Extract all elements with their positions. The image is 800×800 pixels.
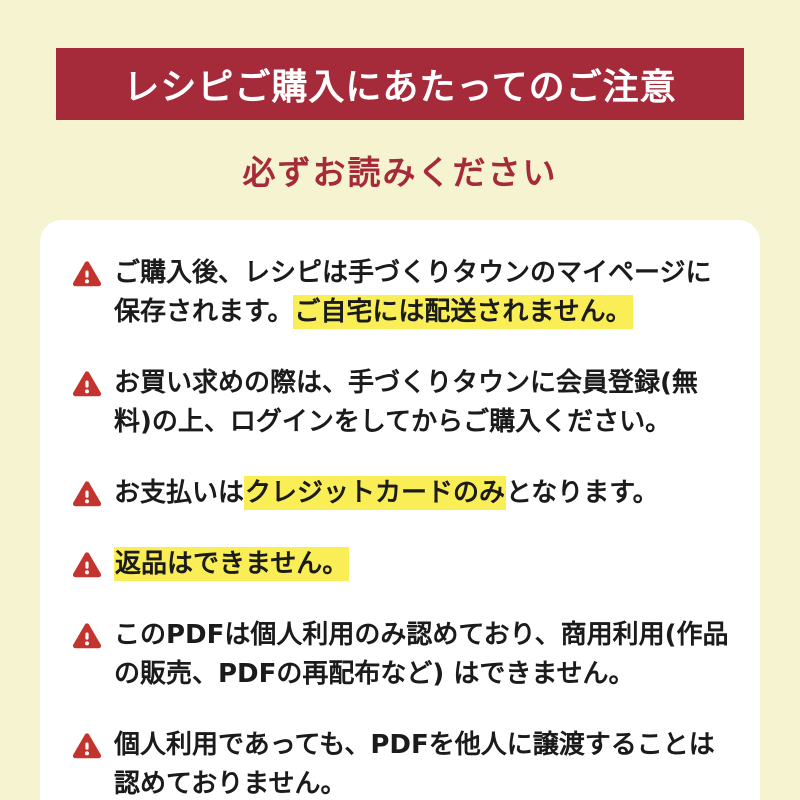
text-segment: このPDFは個人利用のみ認めており、商用利用(作品の販売、PDFの再配布など) … [114,620,729,689]
warning-triangle-icon [72,261,102,287]
text-segment: お買い求めの際は、手づくりタウンに会員登録(無料)の上、ログインをしてからご購入… [114,368,698,437]
notice-text: このPDFは個人利用のみ認めており、商用利用(作品の販売、PDFの再配布など) … [114,616,732,694]
notice-item: このPDFは個人利用のみ認めており、商用利用(作品の販売、PDFの再配布など) … [72,616,732,694]
notice-box: ご購入後、レシピは手づくりタウンのマイページに保存されます。ご自宅には配送されま… [40,220,760,800]
text-segment: 個人利用であっても、PDFを他人に譲渡することは認めておりません。 [114,730,715,799]
notice-text: ご購入後、レシピは手づくりタウンのマイページに保存されます。ご自宅には配送されま… [114,254,732,332]
notice-list: ご購入後、レシピは手づくりタウンのマイページに保存されます。ご自宅には配送されま… [72,254,732,800]
notice-text: 個人利用であっても、PDFを他人に譲渡することは認めておりません。 [114,726,732,800]
warning-triangle-icon [72,552,102,578]
notice-text: 返品はできません。 [114,545,732,584]
warning-triangle-icon [72,623,102,649]
page-title: レシピご購入にあたってのご注意 [123,67,677,108]
notice-item: お支払いはクレジットカードのみとなります。 [72,474,732,513]
notice-item: 個人利用であっても、PDFを他人に譲渡することは認めておりません。 [72,726,732,800]
notice-item: お買い求めの際は、手づくりタウンに会員登録(無料)の上、ログインをしてからご購入… [72,364,732,442]
text-segment: お支払いは [114,478,245,508]
highlighted-text-segment: クレジットカードのみ [244,476,507,510]
notice-item: ご購入後、レシピは手づくりタウンのマイページに保存されます。ご自宅には配送されま… [72,254,732,332]
warning-triangle-icon [72,371,102,397]
notice-text: お支払いはクレジットカードのみとなります。 [114,474,732,513]
text-segment: ご購入後、レシピは手づくりタウンのマイページに保存されます。 [114,258,712,327]
text-segment: となります。 [506,478,659,508]
highlighted-text-segment: ご自宅には配送されません。 [293,295,633,329]
warning-triangle-icon [72,733,102,759]
page-subtitle: 必ずお読みください [242,153,558,192]
notice-text: お買い求めの際は、手づくりタウンに会員登録(無料)の上、ログインをしてからご購入… [114,364,732,442]
warning-triangle-icon [72,481,102,507]
notice-item: 返品はできません。 [72,545,732,584]
highlighted-text-segment: 返品はできません。 [114,547,350,581]
page-title-banner: レシピご購入にあたってのご注意 [56,48,744,120]
